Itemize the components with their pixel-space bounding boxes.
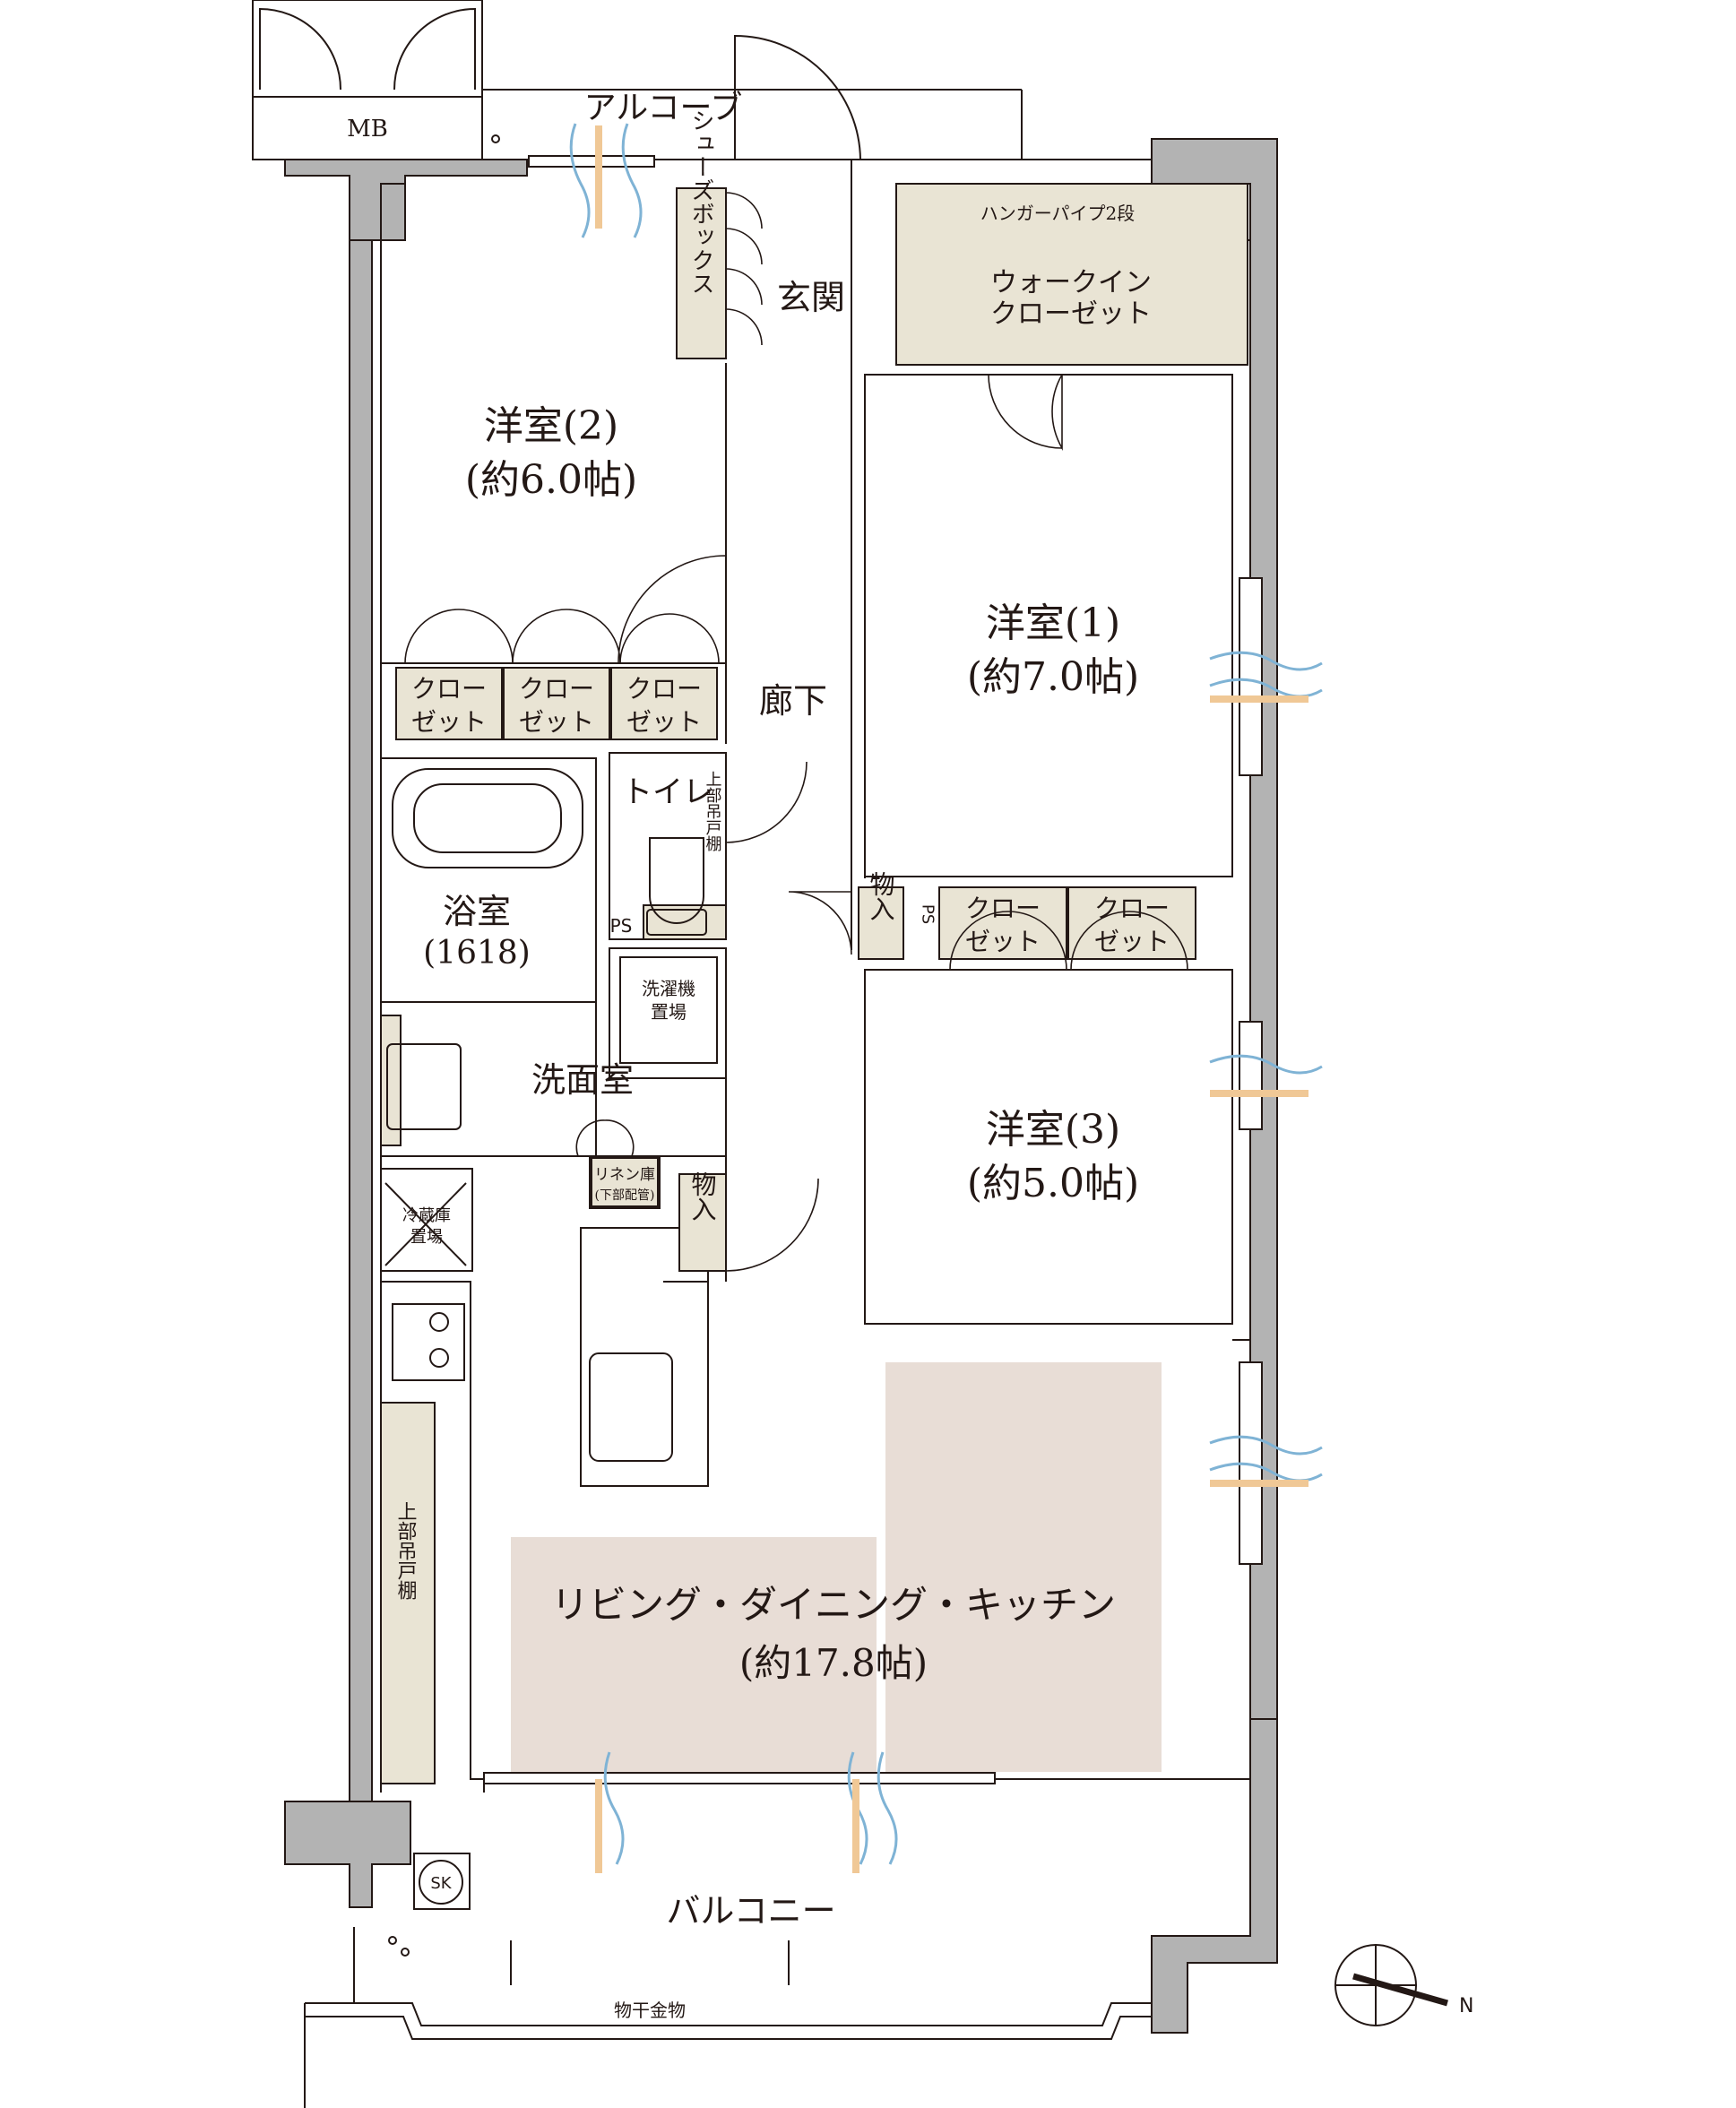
wall-bottom-right-pillar (1151, 1718, 1278, 2034)
bath-name: 浴室 (443, 892, 511, 931)
room1-size: (約7.0帖) (967, 654, 1139, 700)
room1-name: 洋室(1) (986, 600, 1120, 646)
ps-label-corridor: PS (919, 904, 937, 924)
sk-basin (419, 1860, 463, 1905)
genkan-label: 玄関 (777, 278, 845, 317)
washroom-shelf (380, 1015, 402, 1146)
corridor-label: 廊下 (759, 681, 827, 721)
door-walkin (1051, 374, 1063, 451)
toilet-shelf-label: 上部吊戸棚 (704, 771, 722, 852)
mb-box (252, 0, 483, 160)
closet-label-c2: ゼット (626, 707, 702, 737)
window-room1 (1239, 577, 1263, 776)
linen-closet (591, 1157, 659, 1207)
door-ldk (725, 1178, 819, 1272)
fridge-label-1: 冷蔵庫 (402, 1206, 451, 1225)
closet-label-b1: クロー (519, 674, 594, 704)
door-storage-corr (788, 891, 852, 955)
closet-label-c1: クロー (626, 674, 702, 704)
ldk-shading (511, 1362, 1162, 1772)
closet-label-b2: ゼット (519, 707, 594, 737)
storage-areas (380, 183, 1248, 1784)
walkin-closet (895, 183, 1248, 366)
toilet-label: トイレ (622, 774, 713, 810)
sk-label: SK (430, 1874, 452, 1893)
closet-room3-a (938, 886, 1067, 960)
mb-label: MB (347, 116, 388, 143)
closet-room2-c (610, 667, 718, 740)
closet-room2-a (395, 667, 503, 740)
fixtures (384, 768, 718, 1910)
washbasin (386, 1043, 462, 1130)
balcony-label: バルコニー (666, 1891, 835, 1931)
washroom-label: 洗面室 (531, 1060, 634, 1100)
window-room3 (1239, 1021, 1263, 1130)
walkin-label-1: ウォークイン (990, 267, 1152, 298)
linen-label-2: (下部配管) (595, 1188, 655, 1203)
linen-label-1: リネン庫 (594, 1166, 655, 1184)
sink (589, 1352, 673, 1462)
closet-label-e2: ゼット (1094, 927, 1170, 956)
compass-north-label: N (1459, 1995, 1473, 2017)
structural-walls (284, 138, 1278, 2034)
closet-room3-b (1067, 886, 1196, 960)
bath-size: (1618) (423, 935, 531, 972)
window-room2 (528, 155, 655, 168)
room3-size: (約5.0帖) (967, 1161, 1139, 1206)
airflow-symbols (569, 123, 1323, 1873)
wall-top-left-pillar (284, 159, 528, 241)
compass (1334, 1944, 1448, 2026)
kitchen-shelf-label: 上部吊戸棚 (394, 1501, 418, 1600)
alcove-area (252, 0, 1023, 160)
entrance-door-swing (734, 34, 861, 160)
shoes-box-label: シューズボックス (687, 108, 714, 295)
kitchen-upper-shelf (380, 1402, 436, 1784)
window-ldk-bottom (483, 1772, 996, 1784)
washer-label-2: 置場 (651, 1001, 687, 1023)
room2-size: (約6.0帖) (465, 457, 637, 503)
door-room2 (618, 555, 727, 664)
ldk-name: リビング・ダイニング・キッチン (551, 1583, 1116, 1627)
shoes-box (676, 187, 727, 359)
room3-name: 洋室(3) (986, 1107, 1120, 1153)
drying-hardware-label: 物干金物 (614, 2000, 686, 2021)
storage-ldk-label: 物入 (688, 1171, 718, 1222)
closet-label-e1: クロー (1094, 894, 1170, 923)
closet-label-a2: ゼット (411, 707, 487, 737)
compass-arrow (1352, 1973, 1448, 2007)
bathtub-inner (413, 783, 562, 853)
wall-bottom-left-pillar (284, 1801, 411, 1908)
storage-room1 (858, 886, 904, 960)
door-toilet (725, 761, 808, 843)
windows (483, 155, 1263, 1784)
stove (392, 1303, 465, 1381)
toilet-tank (646, 909, 707, 936)
ldk-size: (約17.8帖) (739, 1641, 928, 1685)
fridge-label-2: 置場 (410, 1228, 443, 1247)
closet-label-d1: クロー (965, 894, 1041, 923)
storage-corridor-label: 物入 (867, 871, 896, 921)
mb-door-left (259, 7, 341, 91)
room2-name: 洋室(2) (484, 403, 618, 449)
closet-room2-b (503, 667, 610, 740)
storage-ldk (678, 1173, 727, 1272)
closet-label-d2: ゼット (965, 927, 1041, 956)
washing-machine (619, 956, 718, 1064)
closet-labels: クロー ゼット クロー ゼット クロー ゼット クロー ゼット クロー ゼット (411, 674, 1170, 956)
walkin-label-2: クローゼット (990, 298, 1152, 330)
walkin-hanger-label: ハンガーパイプ2段 (980, 203, 1136, 224)
washer-label-1: 洗濯機 (642, 978, 695, 999)
ps-label-bath: PS (610, 915, 633, 937)
closet-label-a1: クロー (411, 674, 487, 704)
wall-left-long (349, 239, 373, 1802)
door-swings (404, 192, 1188, 1272)
bathtub-outer (392, 768, 583, 868)
alcove-label: アルコーブ (584, 90, 743, 126)
balcony-rail (304, 1927, 1152, 2108)
toilet-bowl (649, 837, 704, 924)
mb-door-right (393, 7, 476, 91)
